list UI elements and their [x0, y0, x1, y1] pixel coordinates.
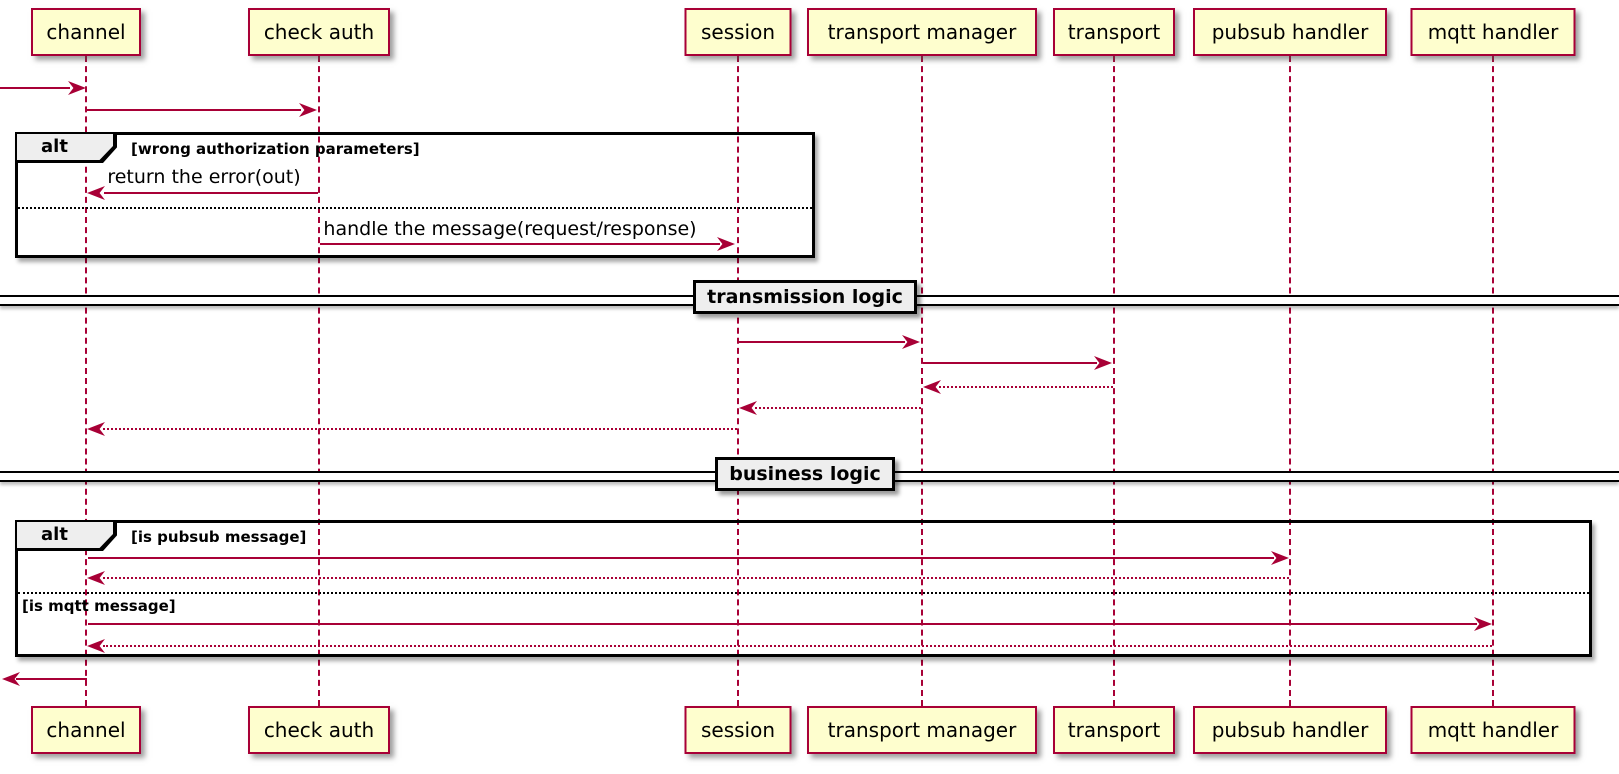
participant-mqtt-handler-bottom: mqtt handler: [1410, 706, 1576, 754]
lifeline-check-auth: [318, 56, 320, 706]
lifeline-pubsub-handler: [1289, 56, 1291, 706]
participant-channel-bottom: channel: [31, 706, 141, 754]
message-arrow-check-auth-to-session: [320, 243, 720, 245]
participant-transport-manager-bottom: transport manager: [807, 706, 1037, 754]
divider-transmission-logic: transmission logic: [693, 280, 917, 314]
divider-business-logic: business logic: [715, 457, 895, 491]
message-arrow-session-to-transport-manager: [739, 341, 905, 343]
participant-transport-manager-top: transport manager: [807, 8, 1037, 56]
participant-mqtt-handler-top: mqtt handler: [1410, 8, 1576, 56]
lifeline-transport: [1113, 56, 1115, 706]
participant-pubsub-handler-top: pubsub handler: [1193, 8, 1387, 56]
participant-check-auth-bottom: check auth: [248, 706, 390, 754]
message-arrow-channel-to-pubsub-handler: [88, 557, 1274, 559]
message-arrow-channel-to-check-auth: [87, 109, 301, 111]
alt-frame-authorization: alt [wrong authorization parameters]: [15, 132, 815, 258]
guard-is-mqtt-message: [is mqtt message]: [22, 597, 176, 615]
reply-arrow-pubsub-handler-to-channel: [103, 577, 1289, 579]
arrowhead-into-check-auth: [299, 103, 317, 117]
participant-session-top: session: [684, 8, 792, 56]
alt-frame-message-type: alt [is pubsub message] [is mqtt message…: [15, 520, 1592, 657]
alt-operator-label-1: alt: [17, 134, 117, 163]
arrowhead-into-channel: [68, 81, 86, 95]
alt-operator-label-2: alt: [17, 522, 117, 551]
message-arrow-transport-manager-to-transport: [923, 362, 1097, 364]
guard-wrong-authorization: [wrong authorization parameters]: [131, 140, 420, 158]
lifeline-transport-manager: [921, 56, 923, 706]
participant-transport-bottom: transport: [1053, 706, 1175, 754]
participant-session-bottom: session: [684, 706, 792, 754]
alt-operator-label-1-bg: [17, 134, 113, 160]
participant-check-auth-top: check auth: [248, 8, 390, 56]
alt-operator-text-2: alt: [41, 524, 68, 545]
participant-pubsub-handler-bottom: pubsub handler: [1193, 706, 1387, 754]
reply-arrow-mqtt-handler-to-channel: [103, 645, 1492, 647]
message-label-return-error: return the error(out): [107, 166, 301, 188]
alt-frame-1-separator: [18, 207, 812, 209]
alt-frame-2-separator: [18, 592, 1589, 594]
participant-transport-top: transport: [1053, 8, 1175, 56]
reply-arrow-transport-manager-to-session: [755, 407, 921, 409]
message-label-handle-message: handle the message(request/response): [323, 218, 697, 240]
message-arrow-check-auth-to-channel: [104, 192, 318, 194]
message-arrow-channel-to-external: [16, 678, 87, 680]
guard-is-pubsub-message: [is pubsub message]: [131, 528, 307, 546]
reply-arrow-session-to-channel: [103, 428, 737, 430]
lifeline-channel: [85, 56, 87, 706]
lifeline-session: [737, 56, 739, 706]
lifeline-mqtt-handler: [1492, 56, 1494, 706]
alt-operator-text-1: alt: [41, 136, 68, 157]
message-arrow-channel-to-mqtt-handler: [88, 623, 1477, 625]
message-arrow-external-to-channel: [0, 87, 70, 89]
participant-channel-top: channel: [31, 8, 141, 56]
alt-operator-label-2-bg: [17, 522, 113, 548]
reply-arrow-transport-to-transport-manager: [939, 386, 1113, 388]
